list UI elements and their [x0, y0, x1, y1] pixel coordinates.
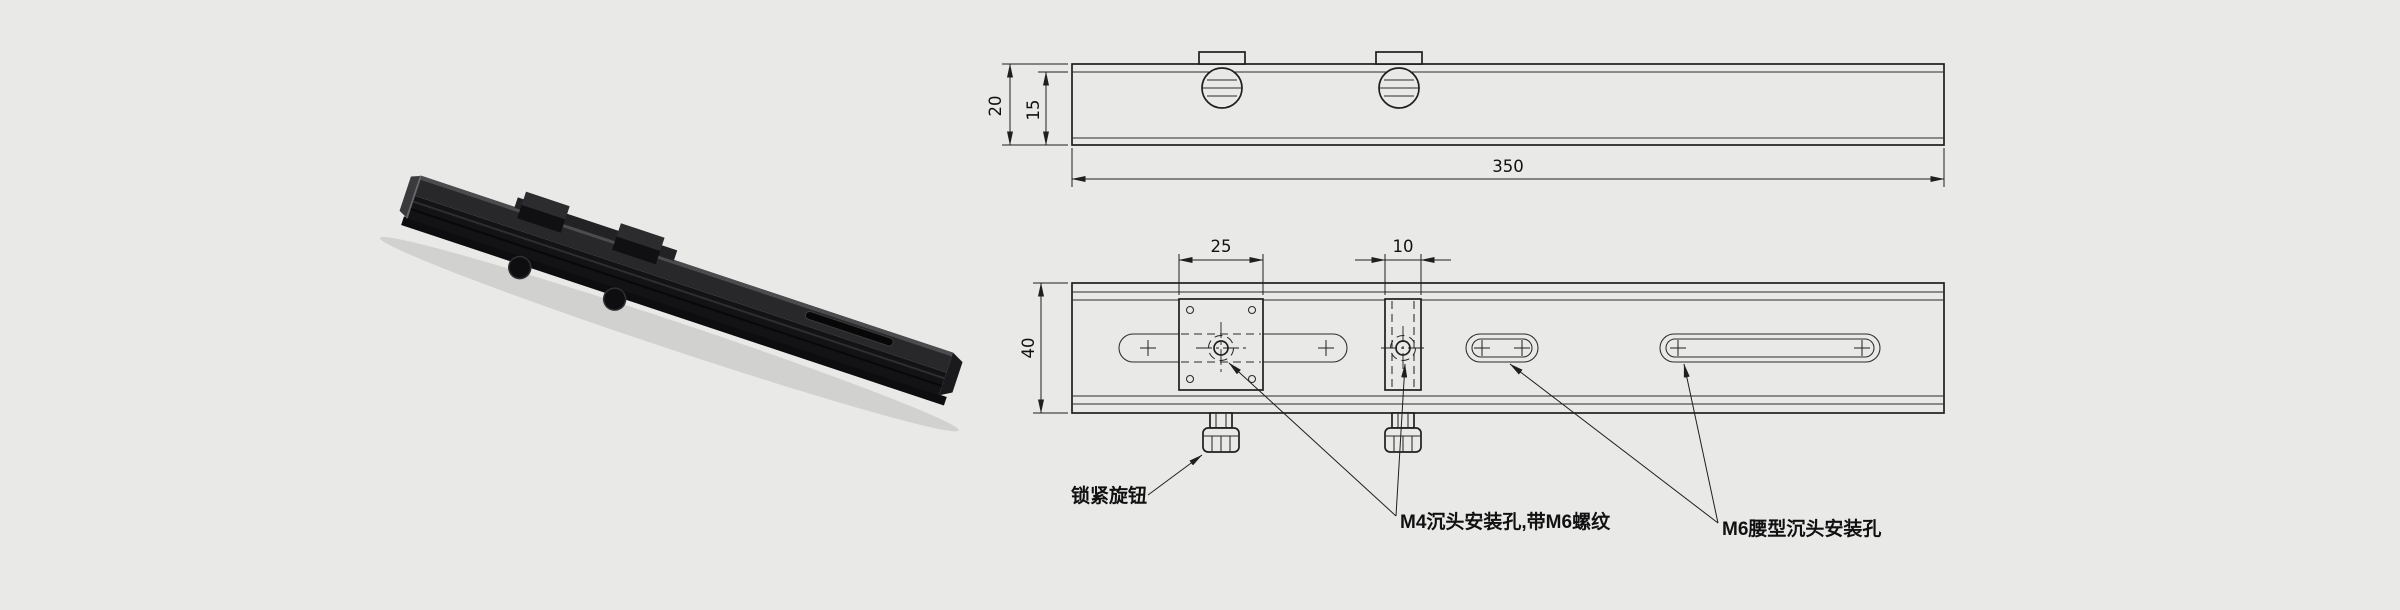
slot-right — [1659, 333, 1881, 363]
product-lock-knob-2 — [602, 287, 627, 311]
dim-text-20: 20 — [986, 96, 1005, 117]
side-view: 20 15 350 — [986, 51, 1945, 187]
product-lock-knob-1 — [508, 255, 532, 280]
dim-rail-width-40: 40 — [1019, 282, 1068, 414]
product-left-edge-glint — [405, 175, 422, 219]
side-carriage-1 — [1198, 51, 1246, 109]
dim-text-25: 25 — [1211, 237, 1232, 256]
dim-text-15: 15 — [1024, 100, 1043, 121]
dim-text-350: 350 — [1492, 157, 1524, 176]
product-shadow — [379, 237, 959, 432]
side-rail-outline — [1071, 63, 1945, 146]
annotation-m4-hole: M4沉头安装孔,带M6螺纹 — [1228, 362, 1611, 533]
plan-carriage-2 — [1381, 298, 1425, 391]
plan-rail-outline — [1071, 282, 1945, 414]
product-end-cap-right — [938, 352, 963, 396]
product-rail-front — [407, 195, 947, 396]
side-carriage-2 — [1375, 51, 1423, 109]
label-m4-hole: M4沉头安装孔,带M6螺纹 — [1400, 510, 1611, 533]
label-lock-knob: 锁紧旋钮 — [1071, 484, 1147, 507]
product-photo — [379, 175, 963, 432]
plan-view: 25 10 40 — [1019, 237, 1945, 453]
dim-side-height-20: 20 — [986, 63, 1068, 146]
dim-text-10: 10 — [1393, 237, 1414, 256]
lock-knob-bottom-1 — [1202, 412, 1240, 453]
dim-carriage-width-25: 25 — [1178, 237, 1264, 295]
product-groove-line — [410, 208, 943, 387]
m4-hole-2 — [1395, 340, 1411, 356]
m4-hole-1 — [1213, 340, 1229, 356]
dim-length-350: 350 — [1071, 148, 1945, 187]
product-clamp-1 — [508, 191, 570, 280]
slot-mid — [1465, 333, 1539, 363]
product-clamp-2 — [602, 223, 665, 311]
product-groove-line — [412, 200, 945, 380]
annotation-m6-slot: M6腰型沉头安装孔 — [1509, 363, 1881, 540]
lock-knob-bottom-2 — [1384, 412, 1422, 453]
dim-side-inner-height-15: 15 — [1024, 71, 1068, 146]
dim-clamp-width-10: 10 — [1355, 237, 1451, 295]
product-top-slot — [804, 310, 894, 347]
label-m6-slot: M6腰型沉头安装孔 — [1722, 517, 1881, 540]
plan-carriage-1 — [1178, 298, 1264, 391]
m4-thread-2 — [1389, 334, 1417, 362]
product-end-cap-left — [399, 175, 422, 219]
m4-thread-1 — [1207, 334, 1235, 362]
product-base — [401, 216, 947, 406]
dim-text-40: 40 — [1019, 338, 1038, 359]
annotation-lock-knob: 锁紧旋钮 — [1071, 454, 1203, 507]
